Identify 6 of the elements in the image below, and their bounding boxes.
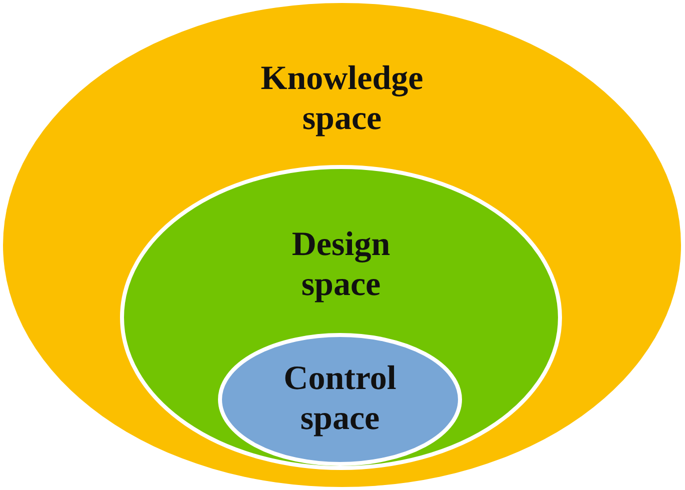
ellipse-label: Knowledge space xyxy=(260,59,424,139)
middle-ellipse xyxy=(120,165,562,470)
outer-ellipse xyxy=(3,3,681,487)
ellipse-label: Design space xyxy=(290,225,392,305)
ellipse-label: Control space xyxy=(282,359,398,439)
inner-ellipse xyxy=(218,333,462,466)
